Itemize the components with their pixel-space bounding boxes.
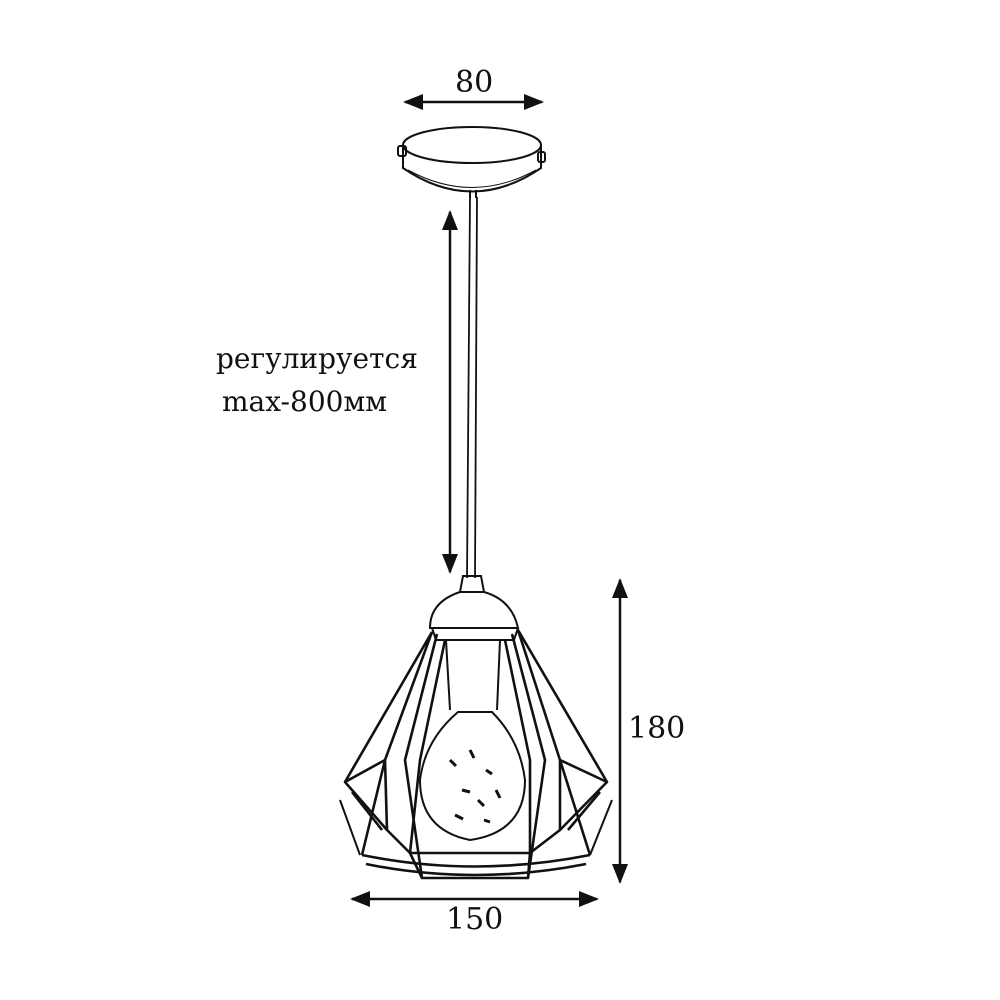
shade-width-label: 150: [446, 902, 504, 937]
cord-adjustable-label: регулируется: [216, 342, 418, 375]
suspension-cord: [466, 196, 478, 579]
edison-bulb: [418, 711, 527, 842]
ceiling-canopy: [397, 126, 546, 198]
shade-height-label: 180: [628, 711, 686, 746]
canopy-width-label: 80: [455, 65, 494, 100]
lamp-socket: [428, 575, 520, 711]
cord-max-length-label: max-800мм: [222, 385, 388, 418]
cage-shade: [339, 629, 613, 880]
